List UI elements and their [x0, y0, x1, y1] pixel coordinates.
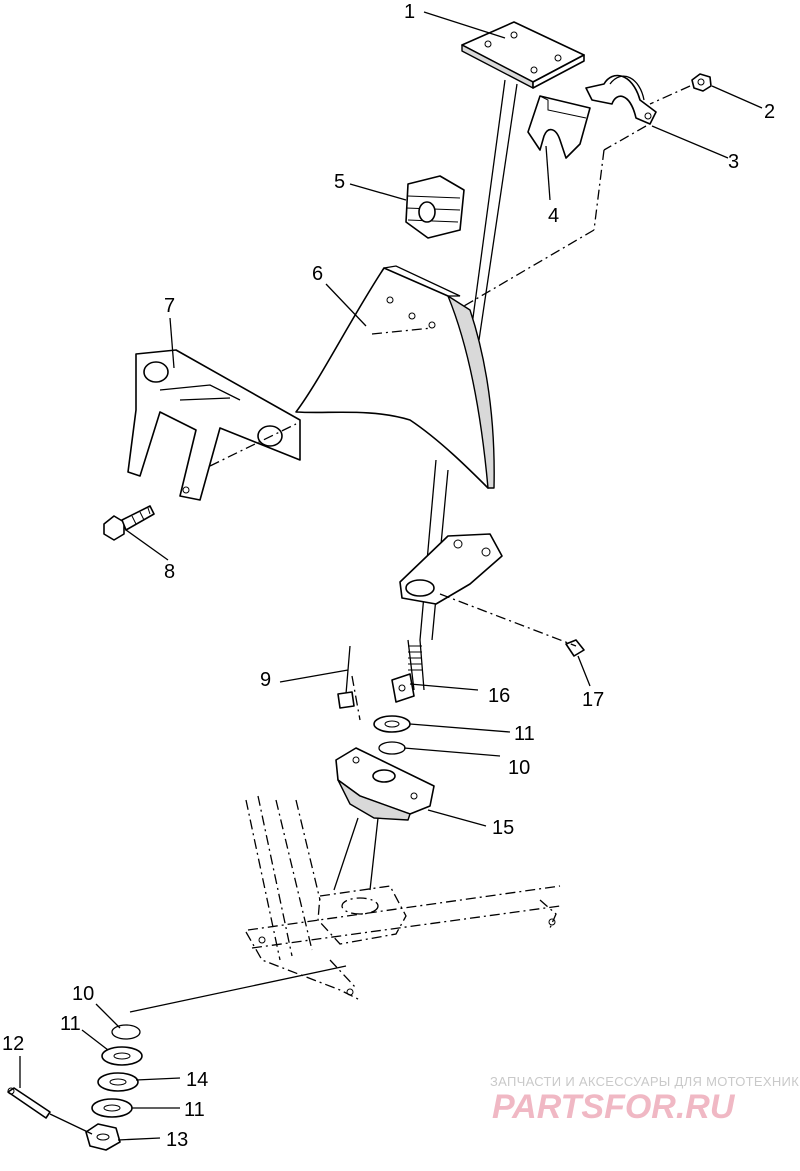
leader-lines: [19, 11, 763, 1141]
callout-14: 14: [186, 1069, 208, 1091]
part-17-screw: [565, 639, 585, 657]
part-11-washer-middle: [101, 1046, 143, 1066]
watermark-tagline: ЗАПЧАСТИ И АКСЕССУАРЫ ДЛЯ МОТОТЕХНИКИ: [490, 1074, 800, 1089]
callout-10-upper: 10: [508, 757, 530, 779]
callout-4: 4: [548, 205, 559, 227]
watermark: ЗАПЧАСТИ И АКСЕССУАРЫ ДЛЯ МОТОТЕХНИКИ PA…: [490, 1074, 800, 1126]
part-10-oring-lower: [111, 1024, 141, 1040]
part-3-clamp: [585, 74, 657, 125]
part-1-handlebar-mount-plate: [461, 21, 585, 341]
part-16-joint-end: [391, 673, 415, 703]
part-7-upper-bracket: [127, 349, 301, 501]
callout-2: 2: [764, 101, 775, 123]
part-5-rubber-bushing: [405, 175, 465, 239]
watermark-logo: PARTSFOR.RU: [492, 1088, 736, 1126]
part-14-washer: [97, 1072, 139, 1092]
vehicle-frame: [245, 795, 561, 1001]
callout-1: 1: [404, 1, 415, 23]
part-4-bushing-block: [527, 95, 591, 159]
callout-9: 9: [260, 669, 271, 691]
steering-post-cover: [295, 265, 495, 489]
callout-10-lower: 10: [72, 983, 94, 1005]
callout-11-middle: 11: [60, 1013, 81, 1035]
part-8-bolt: [103, 505, 155, 541]
part-12-cotter-pin: [7, 1087, 51, 1119]
part-10-oring-upper: [378, 741, 406, 755]
callout-8: 8: [164, 561, 175, 583]
callout-15: 15: [492, 817, 514, 839]
callout-labels: 1 2 3 4 5 6 7 8 9 16 17 11 10 15 10 11 1…: [2, 1, 775, 1151]
part-13-castle-nut: [85, 1123, 121, 1151]
callout-11-upper: 11: [514, 723, 535, 745]
lower-support-plate: [399, 533, 503, 605]
callout-11-lower: 11: [184, 1099, 205, 1121]
callout-3: 3: [728, 151, 739, 173]
callout-17: 17: [582, 689, 604, 711]
part-11-washer-upper: [373, 715, 411, 733]
callout-7: 7: [164, 295, 175, 317]
part-2-nut: [691, 73, 712, 92]
callout-6: 6: [312, 263, 323, 285]
part-15-steering-block: [333, 747, 435, 891]
callout-16: 16: [488, 685, 510, 707]
callout-5: 5: [334, 171, 345, 193]
callout-13: 13: [166, 1129, 188, 1151]
part-11-washer-lower: [91, 1098, 133, 1118]
callout-12: 12: [2, 1033, 24, 1055]
